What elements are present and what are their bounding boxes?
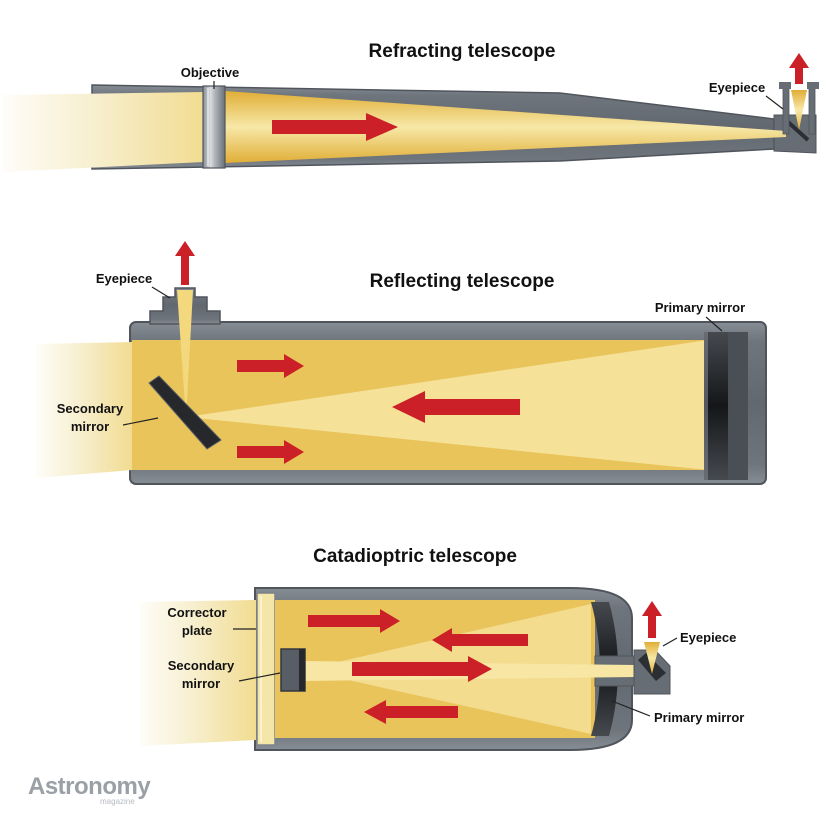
- reflected-light-arrow-left-upper: [432, 628, 528, 652]
- light-direction-arrow-right: [272, 113, 398, 141]
- refracting-title: Refracting telescope: [369, 41, 556, 62]
- refractor-eyepiece-flange-left: [779, 82, 791, 89]
- refractor-eyepiece-wall-left: [782, 85, 790, 135]
- corrector-plate: [256, 592, 276, 746]
- primary-mirror-label: Primary mirror: [655, 300, 745, 315]
- secondary-mirror-label-line2: mirror: [71, 419, 109, 434]
- reflector-eyepiece-label-line: [151, 286, 171, 299]
- astronomy-logo-sub: magazine: [100, 797, 135, 806]
- refractor-light-cone: [225, 91, 786, 163]
- refractor-eyepiece-light: [791, 90, 807, 130]
- primary-mirror-highlight: [704, 332, 708, 480]
- catadioptric-primary-label-line: [611, 700, 651, 717]
- reflected-light-arrow-left-lower: [364, 700, 458, 724]
- incoming-light-arrow-right: [308, 609, 400, 633]
- objective-label: Objective: [181, 65, 240, 80]
- catadioptric-secondary-mirror-face: [299, 649, 305, 691]
- corrector-plate-label-line2: plate: [182, 623, 212, 638]
- refractor-eyepiece-label-line: [765, 95, 784, 110]
- reflector-incoming-light: [36, 342, 132, 478]
- refractor-eyepiece-flange-right: [807, 82, 819, 89]
- incoming-light-arrow-bottom: [237, 440, 304, 464]
- secondary-mirror-label-line1: Secondary: [57, 401, 124, 416]
- refractor-eyepiece-label: Eyepiece: [709, 80, 765, 95]
- corrector-plate-label-line1: Corrector: [167, 605, 226, 620]
- objective-lens: [202, 85, 226, 169]
- refractor-incoming-light: [2, 92, 204, 172]
- catadioptric-title: Catadioptric telescope: [313, 546, 517, 567]
- reflecting-telescope-diagram: Reflecting telescope Eyepiece Primary mi…: [36, 241, 767, 485]
- secondary-mirror-diagonal: [148, 375, 222, 450]
- exit-light-arrow-up: [175, 241, 195, 285]
- catadioptric-eyepiece-label: Eyepiece: [680, 630, 736, 645]
- reflector-eyepiece-cone: [177, 290, 193, 419]
- exit-light-arrow-up: [642, 601, 662, 638]
- catadioptric-incoming-light: [140, 600, 256, 746]
- incoming-light-arrow-top: [237, 354, 304, 378]
- astronomy-logo: Astronomy: [28, 773, 151, 800]
- reflecting-title: Reflecting telescope: [370, 271, 555, 292]
- refracting-telescope-diagram: Refracting telescope Objective Eyepiece: [2, 41, 819, 172]
- catadioptric-secondary-label-line: [238, 672, 281, 682]
- primary-mirror-backing: [728, 332, 748, 480]
- primary-mirror-label-line: [705, 316, 723, 332]
- catadioptric-secondary-label-line2: mirror: [182, 676, 220, 691]
- catadioptric-eyepiece-light: [644, 642, 660, 674]
- exit-light-arrow-up: [789, 53, 809, 84]
- reflected-light-arrow-left: [392, 391, 520, 423]
- secondary-mirror-label-line: [122, 417, 159, 426]
- footer: Astronomy magazine: [28, 773, 152, 806]
- catadioptric-primary-label: Primary mirror: [654, 710, 744, 725]
- reflector-eyepiece-label: Eyepiece: [96, 271, 152, 286]
- refractor-diagonal-mirror: [786, 120, 810, 142]
- catadioptric-telescope-diagram: Catadioptric telescope Corrector plate S…: [140, 546, 744, 751]
- catadioptric-secondary-label-line1: Secondary: [168, 658, 235, 673]
- catadioptric-eyepiece-label-line: [662, 637, 678, 647]
- refractor-eyepiece-wall-right: [808, 85, 816, 135]
- central-beam-arrow-right: [352, 656, 492, 682]
